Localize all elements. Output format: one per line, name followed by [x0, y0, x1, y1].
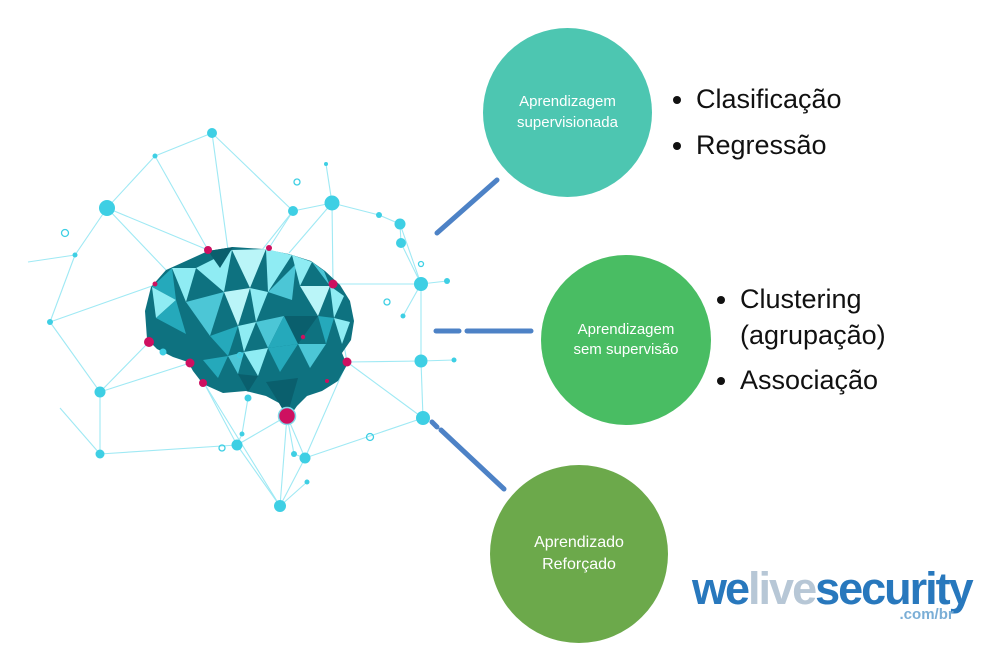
bullet-item: Clasificação — [696, 82, 842, 118]
bullet-item: Regressão — [696, 128, 842, 164]
welivesecurity-logo: welivesecurity .com/br — [692, 563, 974, 623]
unsupervised-bullet-list: Clustering (agrupação) Associação — [716, 282, 926, 409]
circle-unsupervised-label: Aprendizagem sem supervisão — [573, 320, 679, 358]
circle-reinforcement-label: Aprendizado Reforçado — [534, 534, 624, 573]
bullet-item: Associação — [740, 363, 926, 399]
welivesecurity-wordmark: welivesecurity — [692, 563, 974, 614]
circle-reinforcement-learning: Aprendizado Reforçado — [490, 465, 668, 643]
logo-part-security: security — [815, 563, 974, 614]
circle-supervised-learning: Aprendizagem supervisionada — [483, 28, 652, 197]
network-nodes — [47, 128, 457, 512]
connector-lines — [429, 177, 534, 492]
circle-supervised-label: Aprendizagem supervisionada — [517, 93, 618, 131]
logo-domain-suffix: .com/br — [899, 606, 954, 623]
logo-part-we: we — [692, 563, 750, 614]
logo-part-live: live — [748, 563, 817, 614]
circle-unsupervised-learning: Aprendizagem sem supervisão — [541, 255, 711, 425]
brain-low-poly — [145, 247, 354, 419]
bullet-item: Clustering (agrupação) — [740, 282, 926, 353]
supervised-bullet-list: Clasificação Regressão — [672, 82, 842, 173]
crimson-vertex-dots — [144, 245, 352, 426]
